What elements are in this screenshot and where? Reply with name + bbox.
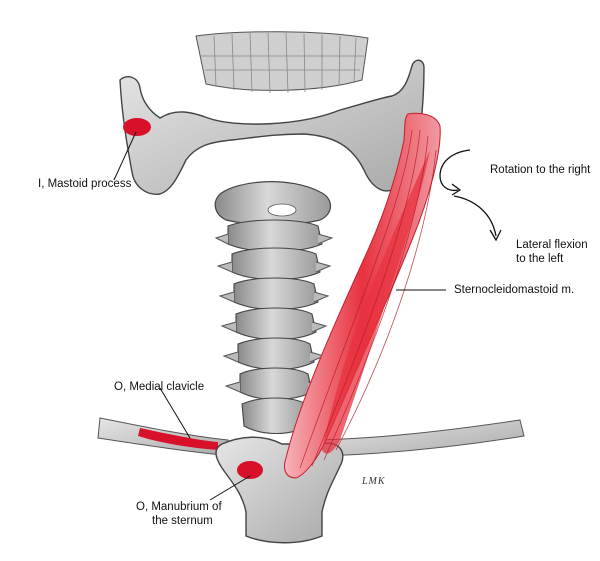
label-manubrium-line2: the sternum	[152, 515, 213, 527]
label-sternocleidomastoid: Sternocleidomastoid m.	[454, 284, 575, 296]
curved-arrow-icon	[439, 149, 471, 196]
label-mastoid-process: I, Mastoid process	[38, 178, 132, 190]
clavicle-origin-mark	[138, 428, 218, 450]
label-lateral-flexion-line2: to the left	[516, 253, 564, 265]
leader-lines	[113, 131, 446, 501]
label-manubrium-line1: O, Manubrium of	[136, 501, 222, 513]
artist-signature: LMK	[362, 476, 386, 487]
clavicle	[97, 417, 525, 457]
curved-arrow-down-icon	[453, 195, 502, 242]
label-lateral-flexion-line1: Lateral flexion	[516, 239, 588, 251]
manubrium-leader-line	[209, 475, 251, 501]
cervical-spine	[214, 181, 334, 434]
clavicle-leader-line	[159, 387, 191, 439]
label-medial-clavicle: O, Medial clavicle	[114, 381, 205, 393]
mandible	[119, 31, 425, 195]
sternocleidomastoid-muscle	[283, 112, 441, 479]
manubrium	[215, 436, 344, 544]
mastoid-leader-line	[113, 131, 137, 181]
mastoid-insertion-mark	[123, 118, 151, 136]
manubrium-origin-mark	[237, 461, 263, 479]
label-rotation: Rotation to the right	[490, 164, 591, 176]
